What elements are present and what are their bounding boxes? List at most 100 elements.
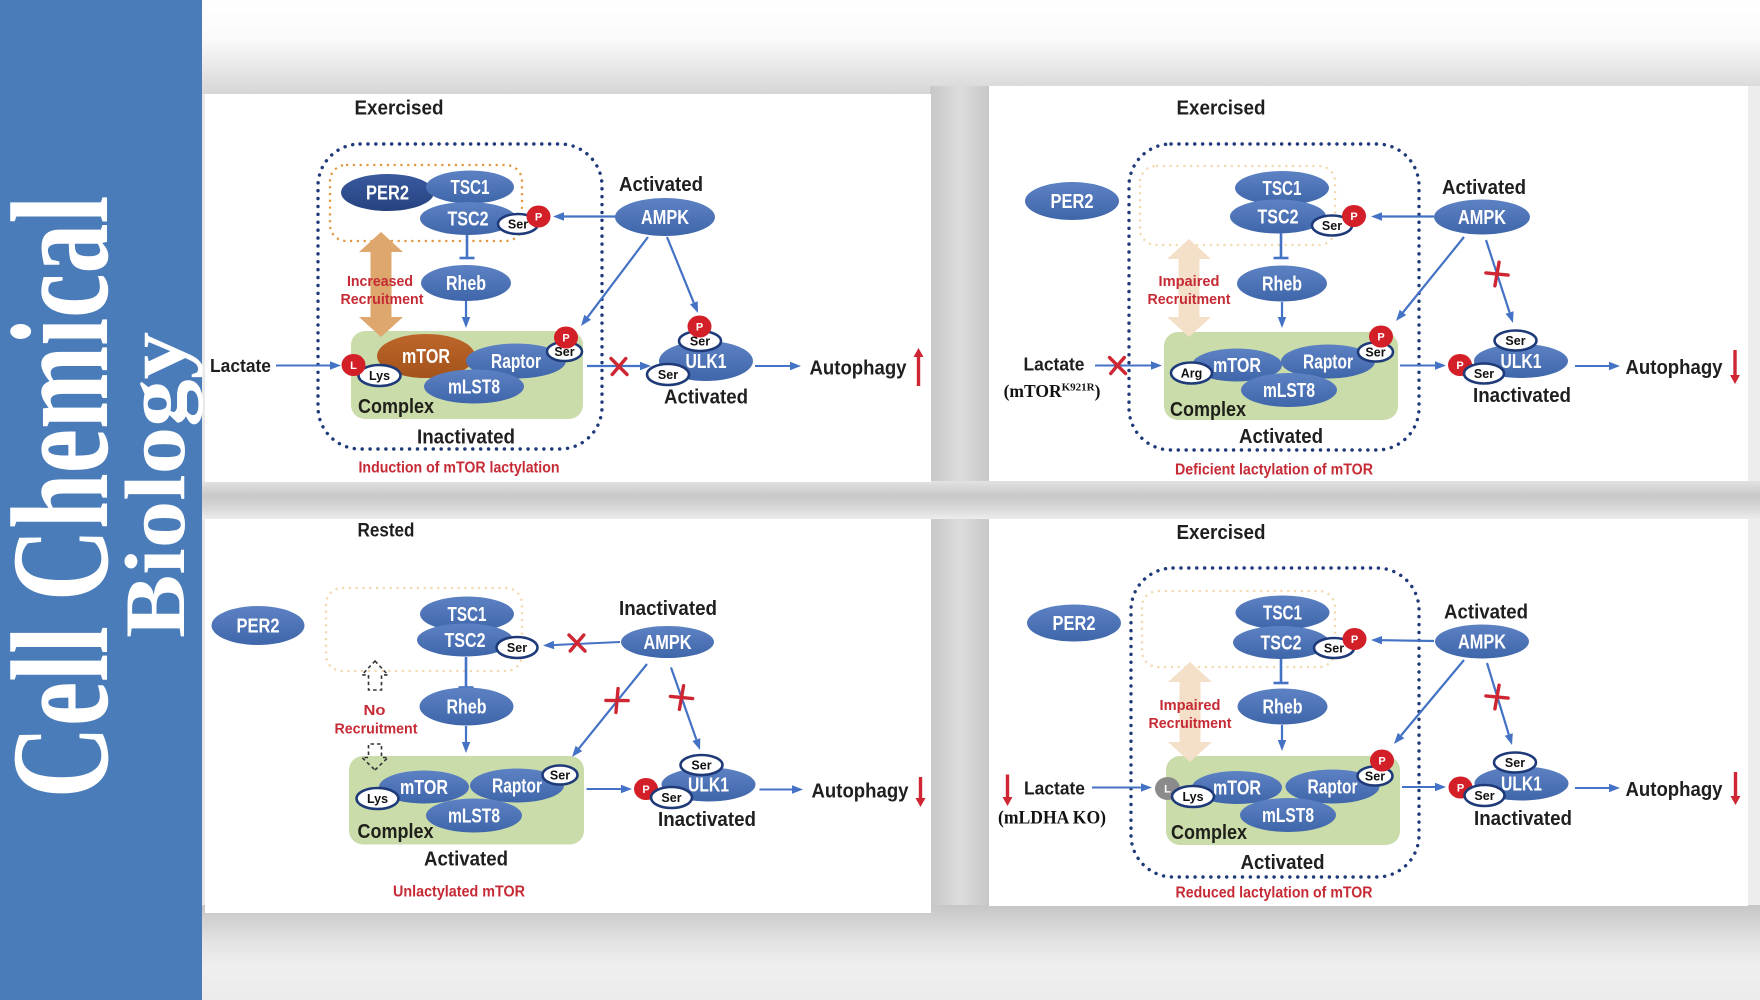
svg-text:mLST8: mLST8 bbox=[1263, 380, 1315, 402]
svg-text:Ser: Ser bbox=[690, 335, 710, 349]
svg-text:Recruitment: Recruitment bbox=[341, 291, 424, 308]
svg-text:ULK1: ULK1 bbox=[686, 351, 727, 373]
svg-text:ULK1: ULK1 bbox=[1501, 351, 1542, 373]
svg-text:Ser: Ser bbox=[1474, 789, 1494, 803]
svg-text:ULK1: ULK1 bbox=[1501, 774, 1542, 796]
svg-text:Induction of mTOR lactylation: Induction of mTOR lactylation bbox=[359, 460, 560, 477]
svg-text:Activated: Activated bbox=[1241, 852, 1325, 874]
svg-text:TSC2: TSC2 bbox=[448, 209, 489, 231]
svg-text:Ser: Ser bbox=[550, 769, 570, 783]
svg-text:P: P bbox=[1377, 332, 1384, 344]
svg-text:Lactate: Lactate bbox=[1024, 354, 1085, 375]
svg-text:Activated: Activated bbox=[1239, 426, 1323, 448]
svg-text:P: P bbox=[535, 212, 542, 224]
svg-text:PER2: PER2 bbox=[1051, 191, 1094, 213]
svg-text:P: P bbox=[1351, 634, 1358, 646]
svg-text:Lys: Lys bbox=[369, 369, 390, 383]
svg-text:Ser: Ser bbox=[554, 345, 574, 359]
svg-text:Inactivated: Inactivated bbox=[1473, 385, 1571, 407]
svg-text:(mLDHA KO): (mLDHA KO) bbox=[998, 808, 1106, 829]
svg-text:Lys: Lys bbox=[367, 792, 388, 806]
svg-text:Ser: Ser bbox=[1474, 367, 1494, 381]
svg-text:P: P bbox=[1456, 360, 1463, 372]
svg-text:Raptor: Raptor bbox=[492, 776, 542, 798]
svg-text:TSC1: TSC1 bbox=[1263, 178, 1302, 200]
svg-text:Complex: Complex bbox=[358, 821, 434, 843]
svg-text:PER2: PER2 bbox=[237, 616, 280, 638]
svg-text:Increased: Increased bbox=[347, 273, 413, 290]
svg-text:PER2: PER2 bbox=[1053, 613, 1096, 635]
svg-text:Activated: Activated bbox=[1444, 602, 1528, 624]
svg-text:Autophagy: Autophagy bbox=[812, 780, 910, 803]
svg-text:Ser: Ser bbox=[1322, 219, 1342, 233]
svg-text:Reduced lactylation of mTOR: Reduced lactylation of mTOR bbox=[1176, 885, 1373, 902]
svg-text:Ser: Ser bbox=[658, 368, 678, 382]
svg-text:Inactivated: Inactivated bbox=[658, 809, 756, 831]
svg-text:L: L bbox=[1164, 784, 1171, 796]
svg-text:Raptor: Raptor bbox=[1303, 352, 1353, 374]
svg-text:Ser: Ser bbox=[661, 791, 681, 805]
svg-text:AMPK: AMPK bbox=[1458, 207, 1506, 229]
svg-text:Complex: Complex bbox=[1171, 822, 1247, 844]
svg-text:mLST8: mLST8 bbox=[1262, 805, 1314, 827]
svg-text:TSC1: TSC1 bbox=[1263, 603, 1302, 625]
svg-text:Raptor: Raptor bbox=[491, 351, 541, 373]
svg-text:Activated: Activated bbox=[619, 174, 703, 196]
svg-text:Recruitment: Recruitment bbox=[1148, 291, 1231, 308]
svg-text:Inactivated: Inactivated bbox=[417, 427, 515, 449]
svg-text:AMPK: AMPK bbox=[641, 207, 689, 229]
svg-text:Recruitment: Recruitment bbox=[1149, 715, 1232, 732]
svg-text:Exercised: Exercised bbox=[1177, 522, 1266, 544]
svg-text:Complex: Complex bbox=[358, 396, 434, 418]
svg-text:Autophagy: Autophagy bbox=[1626, 778, 1724, 801]
svg-text:Autophagy: Autophagy bbox=[810, 357, 908, 380]
svg-text:L: L bbox=[350, 360, 357, 372]
svg-text:Unlactylated mTOR: Unlactylated mTOR bbox=[393, 884, 525, 901]
svg-text:TSC1: TSC1 bbox=[451, 177, 490, 199]
svg-text:Recruitment: Recruitment bbox=[335, 721, 418, 738]
svg-text:P: P bbox=[562, 333, 569, 345]
svg-text:Ser: Ser bbox=[508, 218, 528, 232]
svg-text:P: P bbox=[1350, 211, 1357, 223]
svg-text:Inactivated: Inactivated bbox=[619, 598, 717, 620]
svg-text:Ser: Ser bbox=[1505, 756, 1525, 770]
svg-text:P: P bbox=[696, 322, 703, 334]
svg-text:Rheb: Rheb bbox=[447, 697, 487, 719]
svg-text:Raptor: Raptor bbox=[1308, 777, 1358, 799]
svg-text:mTOR: mTOR bbox=[1213, 355, 1261, 377]
svg-text:Activated: Activated bbox=[664, 387, 748, 409]
svg-text:TSC2: TSC2 bbox=[1258, 207, 1299, 229]
svg-text:Exercised: Exercised bbox=[1177, 98, 1266, 120]
svg-text:P: P bbox=[642, 784, 649, 796]
svg-text:Ser: Ser bbox=[1505, 334, 1525, 348]
svg-text:P: P bbox=[1457, 783, 1464, 795]
svg-text:Deficient lactylation of mTOR: Deficient lactylation of mTOR bbox=[1175, 462, 1373, 479]
svg-text:Inactivated: Inactivated bbox=[1474, 808, 1572, 830]
svg-text:Autophagy: Autophagy bbox=[1626, 356, 1724, 379]
svg-text:Complex: Complex bbox=[1170, 399, 1246, 421]
svg-text:Rheb: Rheb bbox=[1263, 697, 1303, 719]
svg-text:TSC1: TSC1 bbox=[448, 604, 487, 626]
svg-text:Rheb: Rheb bbox=[446, 273, 486, 295]
svg-text:Arg: Arg bbox=[1181, 367, 1203, 381]
svg-text:TSC2: TSC2 bbox=[445, 630, 486, 652]
svg-text:Impaired: Impaired bbox=[1159, 273, 1220, 290]
svg-text:Activated: Activated bbox=[424, 849, 508, 871]
svg-text:Ser: Ser bbox=[507, 641, 527, 655]
svg-text:Activated: Activated bbox=[1442, 177, 1526, 199]
svg-text:mTOR: mTOR bbox=[400, 777, 448, 799]
svg-text:Lactate: Lactate bbox=[1024, 778, 1085, 799]
svg-text:Lactate: Lactate bbox=[210, 355, 271, 376]
svg-text:Cell Chemical: Cell Chemical bbox=[0, 196, 138, 799]
svg-text:PER2: PER2 bbox=[366, 183, 409, 205]
svg-text:Rested: Rested bbox=[358, 520, 415, 542]
svg-text:mLST8: mLST8 bbox=[448, 806, 500, 828]
svg-text:P: P bbox=[1378, 756, 1385, 768]
svg-text:Rheb: Rheb bbox=[1262, 274, 1302, 296]
svg-text:AMPK: AMPK bbox=[644, 632, 692, 654]
svg-text:mTOR: mTOR bbox=[1213, 778, 1261, 800]
svg-text:mTOR: mTOR bbox=[402, 346, 450, 368]
svg-text:Ser: Ser bbox=[1324, 642, 1344, 656]
svg-text:No: No bbox=[364, 702, 386, 719]
svg-text:mLST8: mLST8 bbox=[448, 377, 500, 399]
